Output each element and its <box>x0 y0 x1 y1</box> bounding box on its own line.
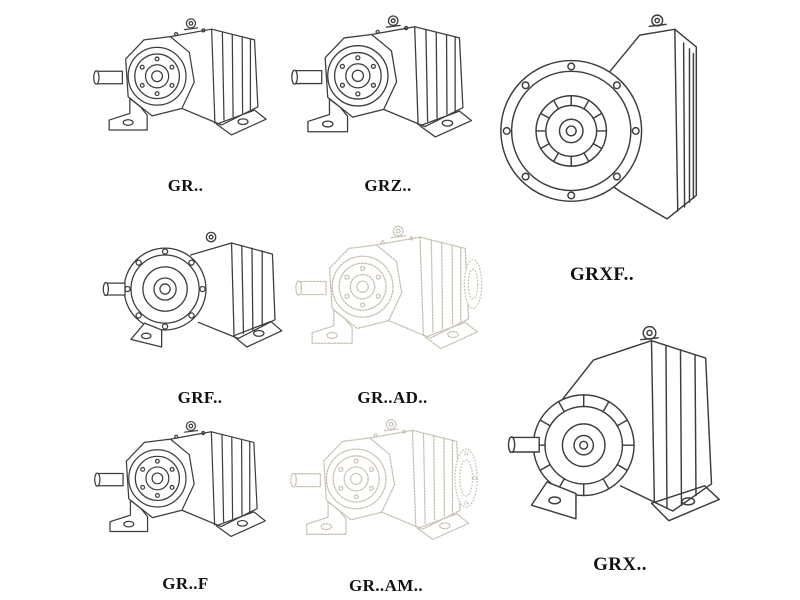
gearbox-grz-label: GRZ.. <box>364 176 412 195</box>
gearbox-gr-ad-drawing <box>293 212 482 384</box>
gearbox-gr-f-label: GR..F <box>162 574 209 593</box>
gearbox-grx-label: GRX.. <box>593 554 647 575</box>
gearbox-grf-figure: GRF.. <box>100 212 300 408</box>
gearbox-gr-f-figure: GR..F <box>88 408 283 594</box>
gearbox-gr-label: GR.. <box>167 176 204 195</box>
gearbox-gr-drawing <box>91 2 281 172</box>
gearbox-grx-drawing <box>506 300 734 542</box>
gearbox-gr-am-figure: GR..AM.. <box>286 408 486 596</box>
gearbox-grz-figure: GRZ.. <box>288 2 488 196</box>
input-adapter-flange <box>463 259 482 310</box>
gearbox-grf-drawing <box>102 212 298 384</box>
gearbox-grz-drawing <box>289 2 487 172</box>
gearbox-gr-f-drawing <box>92 408 280 570</box>
gearbox-gr-ad-label: GR..AD.. <box>357 388 428 407</box>
gearbox-grf-label: GRF.. <box>177 388 223 407</box>
gearbox-grxf-label: GRXF.. <box>570 264 634 285</box>
gearbox-grxf-figure: GRXF.. <box>492 4 712 286</box>
gearbox-gr-ad-figure: GR..AD.. <box>290 212 495 408</box>
gearbox-gr-figure: GR.. <box>88 2 283 196</box>
gearbox-gr-am-drawing <box>288 408 478 572</box>
gearbox-gr-am-label: GR..AM.. <box>348 576 424 595</box>
motor-adapter-flange <box>454 448 478 508</box>
gearbox-grxf-drawing <box>495 4 710 252</box>
gearbox-grx-figure: GRX.. <box>505 300 735 576</box>
